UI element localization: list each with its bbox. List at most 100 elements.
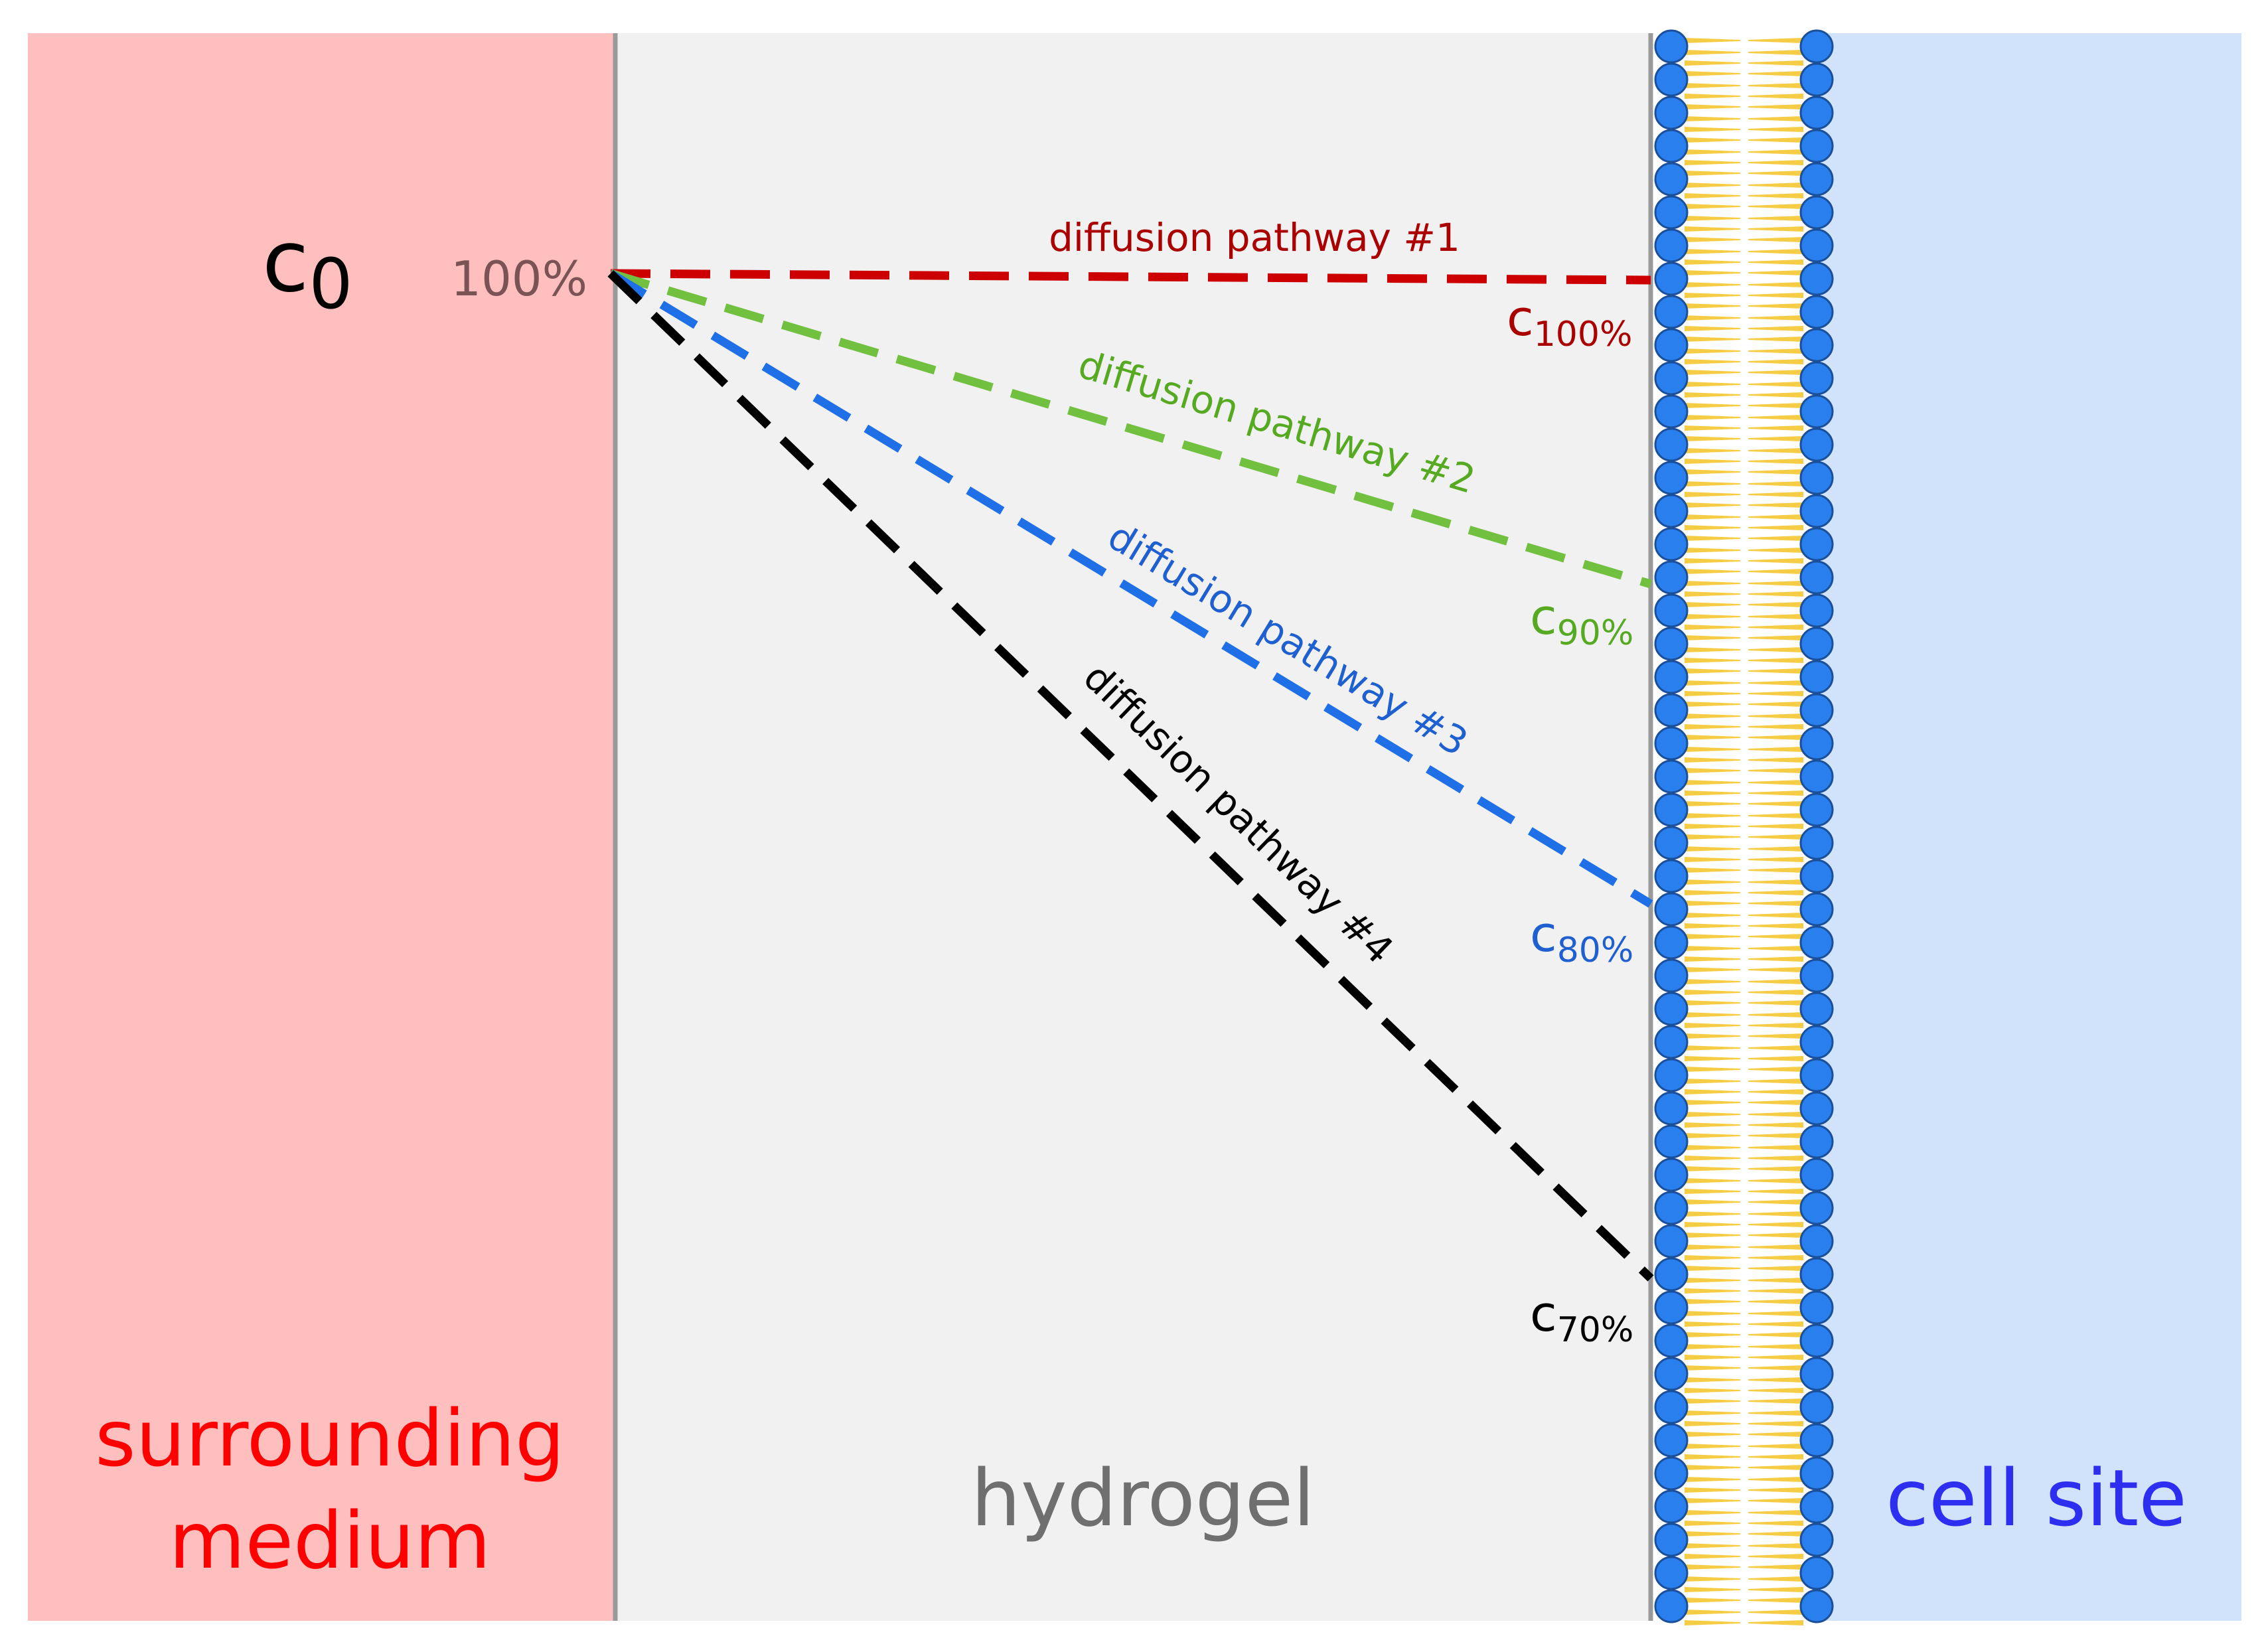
lipid-tail (1748, 1299, 1803, 1304)
lipid-tail (1685, 525, 1740, 530)
lipid-tail (1685, 1211, 1740, 1217)
lipid-tail (1748, 867, 1803, 873)
lipid-tail (1748, 469, 1803, 475)
lipid-head (1654, 1124, 1689, 1159)
lipid-head (1654, 162, 1689, 196)
lipid-tail (1685, 359, 1740, 364)
lipid-tail (1685, 1355, 1740, 1360)
source-symbol: c (262, 212, 309, 311)
lipid-head (1654, 1025, 1689, 1059)
lipid-tail (1685, 1498, 1740, 1503)
lipid-tail (1685, 890, 1740, 895)
lipid-head (1799, 427, 1834, 462)
lipid-tail (1685, 548, 1740, 553)
lipid-head (1799, 925, 1834, 960)
lipid-tail (1685, 1166, 1740, 1171)
lipid-tail (1685, 1554, 1740, 1559)
lipid-head (1799, 826, 1834, 860)
lipid-tail (1685, 558, 1740, 563)
lipid-tail (1748, 1620, 1803, 1625)
lipid-tail (1685, 602, 1740, 607)
lipid-tail (1685, 326, 1740, 331)
lipid-tail (1685, 1332, 1740, 1337)
lipid-tail (1748, 502, 1803, 508)
lipid-head (1654, 1058, 1689, 1092)
lipid-head (1799, 693, 1834, 727)
lipid-tail (1748, 967, 1803, 972)
lipid-head (1799, 195, 1834, 230)
lipid-tail (1685, 979, 1740, 984)
lipid-tail (1748, 116, 1803, 121)
lipid-tail (1685, 448, 1740, 453)
lipid-tail (1685, 293, 1740, 298)
lipid-tail (1685, 857, 1740, 862)
concentration-100-label: c100% (1507, 290, 1632, 354)
lipid-tail (1748, 370, 1803, 375)
lipid-tail (1748, 1000, 1803, 1006)
lipid-tail (1748, 348, 1803, 354)
lipid-tail (1748, 1233, 1803, 1238)
lipid-tail (1685, 83, 1740, 88)
lipid-tail (1685, 71, 1740, 76)
lipid-tail (1748, 160, 1803, 165)
lipid-tail (1748, 1576, 1803, 1582)
lipid-tail (1748, 879, 1803, 885)
lipid-tail (1748, 735, 1803, 740)
lipid-tail (1748, 204, 1803, 209)
lipid-tail (1685, 1477, 1740, 1482)
lipid-tail (1685, 1465, 1740, 1470)
lipid-tail (1685, 1244, 1740, 1250)
lipid-tail (1685, 127, 1740, 132)
lipid-tail (1748, 359, 1803, 364)
diffusion-pathway-2-line (609, 269, 1652, 589)
concentration-70-subscript: 70% (1557, 1310, 1634, 1350)
lipid-tail (1685, 768, 1740, 773)
lipid-head (1654, 494, 1689, 528)
lipid-head (1654, 1224, 1689, 1258)
lipid-head (1654, 1456, 1689, 1491)
lipid-head (1654, 62, 1689, 97)
lipid-tail (1748, 1321, 1803, 1327)
lipid-head (1654, 328, 1689, 362)
lipid-tail (1685, 104, 1740, 110)
lipid-tail (1748, 635, 1803, 640)
lipid-tail (1685, 1222, 1740, 1227)
lipid-tail (1748, 38, 1803, 43)
lipid-tail (1685, 913, 1740, 918)
lipid-tail (1685, 1388, 1740, 1393)
lipid-tail (1685, 204, 1740, 209)
lipid-head (1799, 29, 1834, 64)
lipid-tail (1685, 702, 1740, 707)
lipid-tail (1685, 713, 1740, 719)
lipid-tail (1748, 326, 1803, 331)
lipid-tail (1748, 702, 1803, 707)
lipid-tail (1685, 171, 1740, 176)
lipid-tail (1748, 50, 1803, 55)
lipid-tail (1748, 625, 1803, 630)
lipid-head (1799, 1589, 1834, 1623)
lipid-tail (1748, 293, 1803, 298)
lipid-head (1654, 826, 1689, 860)
lipid-tail (1748, 1477, 1803, 1482)
surrounding-medium-label-line1: surrounding (95, 1392, 565, 1484)
lipid-tail (1685, 790, 1740, 796)
lipid-tail (1685, 315, 1740, 321)
lipid-tail (1748, 249, 1803, 254)
diffusion-pathway-1-label: diffusion pathway #1 (1049, 215, 1460, 260)
lipid-tail (1748, 514, 1803, 520)
diffusion-pathway-4-line (607, 270, 1654, 1282)
lipid-tail (1748, 459, 1803, 464)
lipid-tail (1685, 260, 1740, 265)
lipid-tail (1748, 1100, 1803, 1105)
lipid-head (1799, 1158, 1834, 1192)
cell-site-label: cell site (1886, 1452, 2187, 1544)
lipid-tail (1685, 680, 1740, 686)
lipid-tail (1748, 1067, 1803, 1072)
lipid-tail (1748, 1199, 1803, 1205)
lipid-tail (1748, 1222, 1803, 1227)
lipid-tail (1748, 913, 1803, 918)
lipid-tail (1748, 1554, 1803, 1559)
diffusion-pathway-1-line (610, 269, 1651, 285)
lipid-tail (1685, 1598, 1740, 1603)
lipid-head (1799, 228, 1834, 263)
